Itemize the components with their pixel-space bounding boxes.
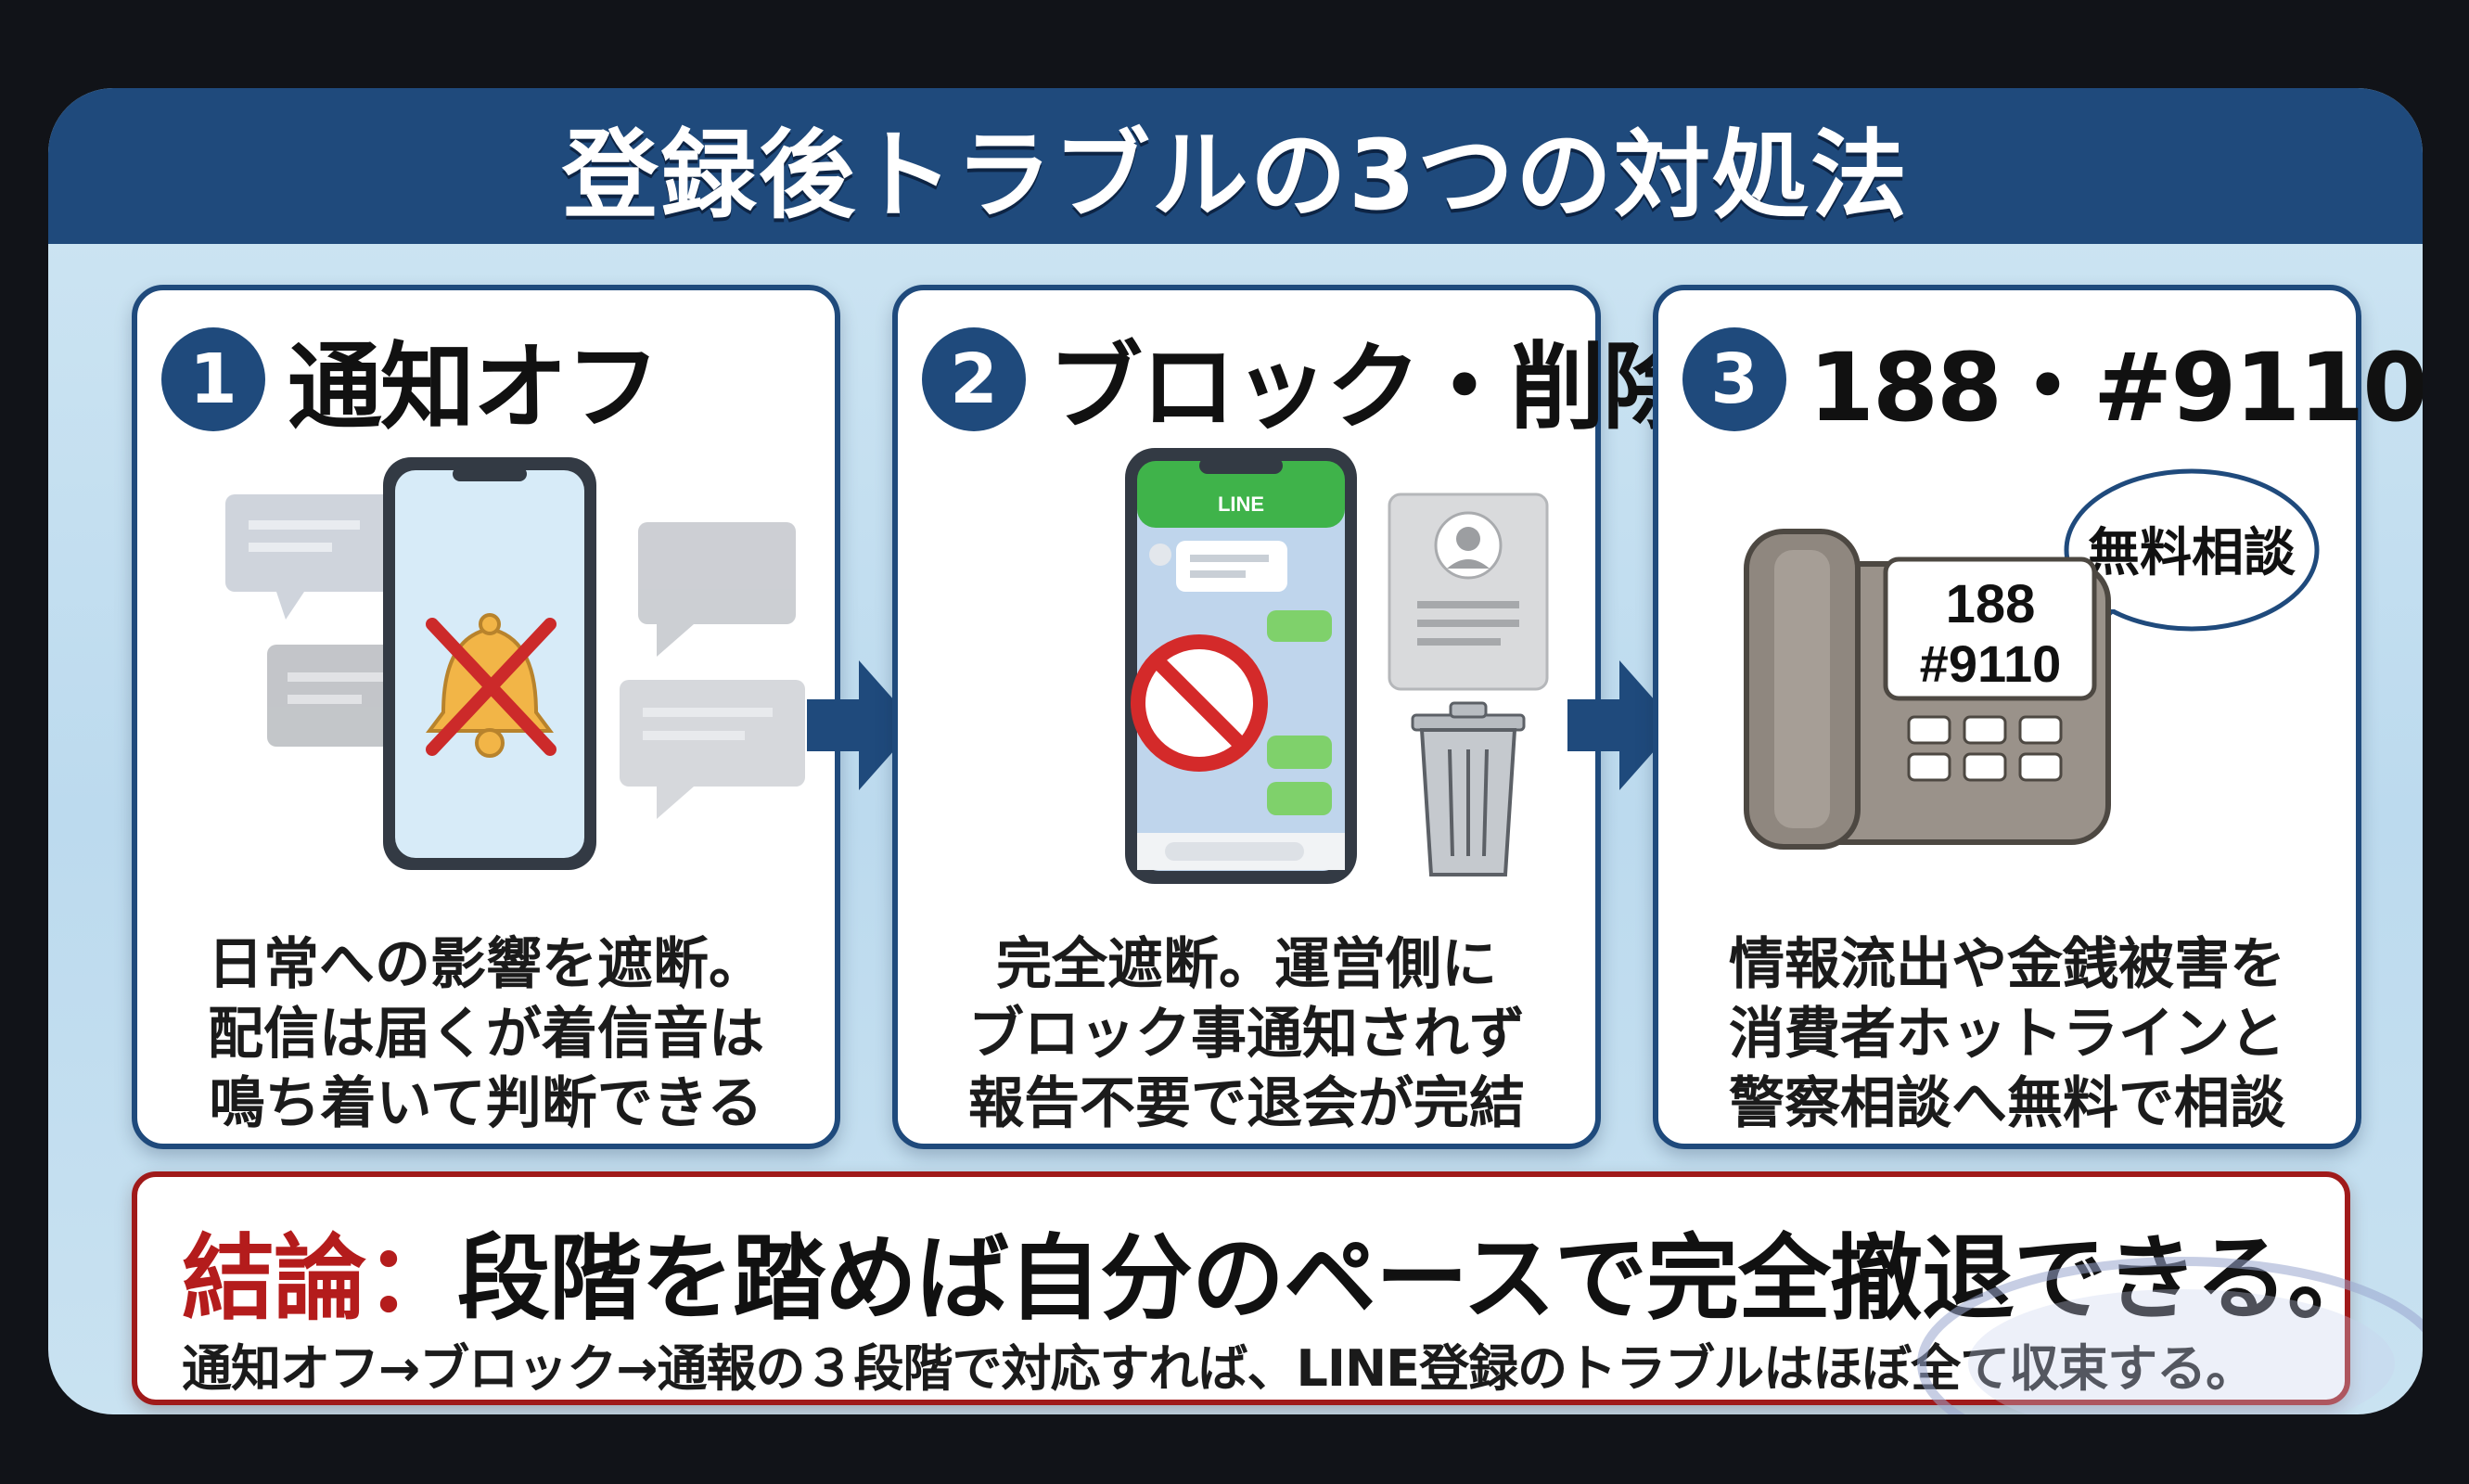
conclusion-headline: 結論：段階を踏めば自分のペースで完全撤退できる。 <box>182 1203 2380 1337</box>
card-block-delete: 2 ブロック・削除 LINE <box>892 285 1697 1149</box>
keypad-icon <box>1907 715 2063 782</box>
step-number-badge: 1 <box>161 327 265 431</box>
card-description: 情報流出や金銭被害を 消費者ホットラインと 警察相談へ無料で相談 <box>1729 932 2285 1136</box>
blocked-line-illustration: LINE <box>1125 448 1549 884</box>
card-description: 完全遮断。運営側に ブロック事通知されず 報告不要で退会が完結 <box>968 932 1525 1136</box>
hotline-number-188: 188 <box>1946 574 2036 634</box>
card-description: 日常への影響を遮断。 配信は届くが着信音は 鳴ち着いて判断できる <box>208 932 764 1136</box>
trash-can-icon <box>1411 701 1526 876</box>
muted-phone-illustration <box>225 457 805 870</box>
card-title: 188・#9110 <box>1809 332 2423 443</box>
prohibited-icon <box>1131 634 1268 772</box>
conclusion-text: 段階を踏めば自分のペースで完全撤退できる。 <box>457 1224 2380 1333</box>
card-header: 1 通知オフ <box>161 324 660 443</box>
conclusion-box: 結論：段階を踏めば自分のペースで完全撤退できる。 通知オフ→ブロック→通報の３段… <box>132 1171 2380 1405</box>
page-title: 登録後トラブルの3つの対処法 <box>561 118 1910 232</box>
arrow-right-icon <box>807 660 916 790</box>
cross-icon <box>426 618 556 756</box>
conclusion-label: 結論： <box>182 1224 458 1333</box>
contact-card-icon <box>1388 493 1549 691</box>
card-header: 3 188・#9110 <box>1682 324 2423 443</box>
card-title: ブロック・削除 <box>1048 332 1697 443</box>
conclusion-subtext: 通知オフ→ブロック→通報の３段階で対応すれば、LINE登録のトラブルはほぼ全て収… <box>182 1339 2256 1398</box>
telephone-illustration: 無料相談 188 #9110 <box>1744 468 2320 850</box>
title-banner: 登録後トラブルの3つの対処法 <box>48 88 2423 244</box>
card-header: 2 ブロック・削除 <box>922 324 1697 443</box>
hotline-number-9110: #9110 <box>1920 634 2062 693</box>
chat-bubbles-icon <box>225 494 805 819</box>
telephone-icon: 188 #9110 <box>1744 529 2111 850</box>
arrow-right-icon <box>1567 660 1677 790</box>
step-number-badge: 3 <box>1682 327 1786 431</box>
free-consult-label: 無料相談 <box>2088 523 2296 583</box>
infographic-frame: 登録後トラブルの3つの対処法 1 通知オフ <box>48 88 2423 1414</box>
line-label: LINE <box>1218 493 1264 516</box>
card-hotline: 3 188・#9110 無料相談 188 #9110 <box>1653 285 2423 1149</box>
card-title: 通知オフ <box>288 332 660 443</box>
step-number-badge: 2 <box>922 327 1026 431</box>
card-notification-off: 1 通知オフ <box>132 285 840 1149</box>
watermark-logo-icon <box>1917 1257 2423 1414</box>
